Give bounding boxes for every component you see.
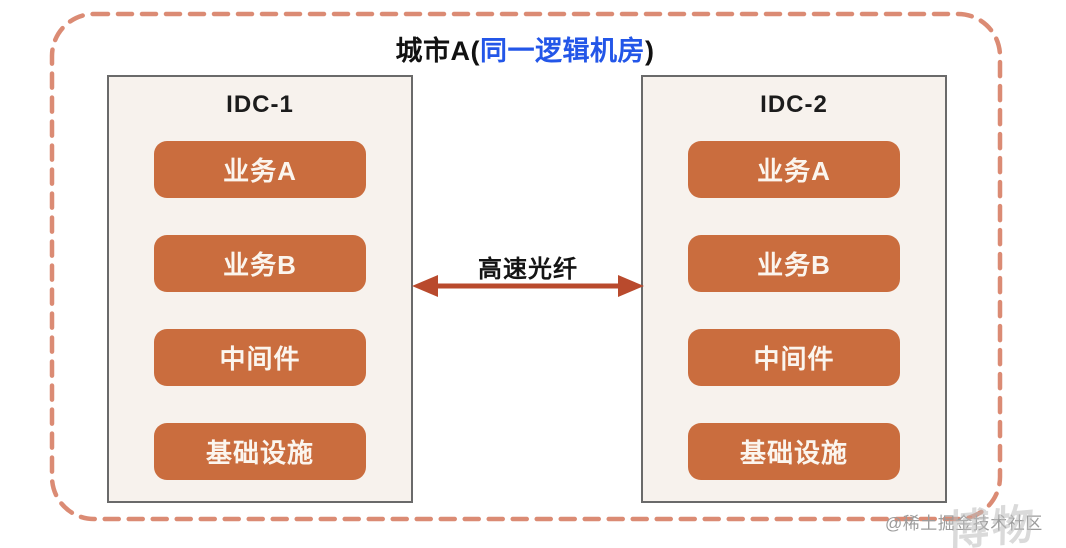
title-prefix: 城市A( [395, 36, 480, 66]
idc-2-component-infrastructure: 基础设施 [688, 423, 900, 480]
fiber-link-label: 高速光纤 [478, 256, 578, 283]
idc-1-component-middleware: 中间件 [154, 329, 366, 386]
idc-1-component-service-b: 业务B [154, 235, 366, 292]
idc-2-title: IDC-2 [760, 91, 828, 118]
diagram-title: 城市A(同一逻辑机房) [0, 29, 1050, 68]
double-arrow-icon [412, 275, 644, 297]
idc-1-title: IDC-1 [226, 91, 294, 118]
idc-2-component-middleware: 中间件 [688, 329, 900, 386]
idc-1-component-infrastructure: 基础设施 [154, 423, 366, 480]
idc-1-component-service-a: 业务A [154, 141, 366, 198]
title-highlight: 同一逻辑机房 [480, 36, 645, 66]
idc-2-box: IDC-2 业务A 业务B 中间件 基础设施 [641, 75, 947, 503]
idc-2-component-service-a: 业务A [688, 141, 900, 198]
idc-1-box: IDC-1 业务A 业务B 中间件 基础设施 [107, 75, 413, 503]
logo-watermark: 博物 [946, 499, 1038, 548]
idc-2-component-service-b: 业务B [688, 235, 900, 292]
title-suffix: ) [645, 36, 655, 66]
